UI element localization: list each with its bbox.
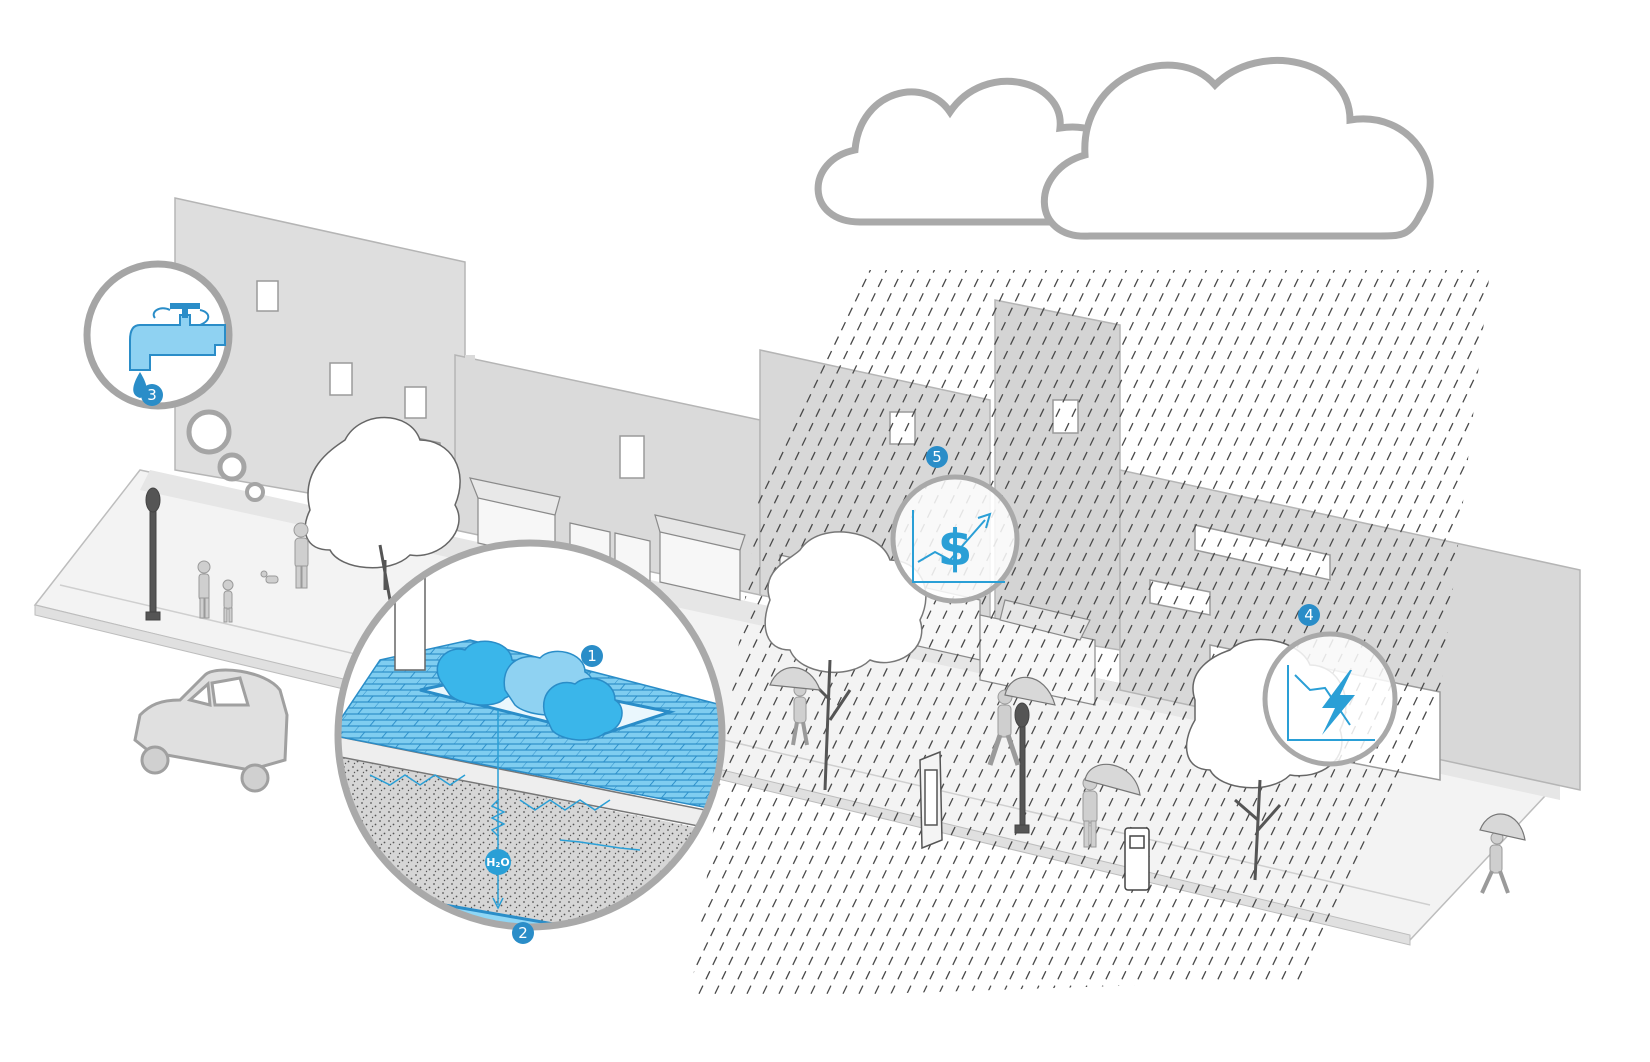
umbrella-icon bbox=[769, 667, 1526, 841]
rain-streak bbox=[1095, 270, 1457, 1000]
rain-streak bbox=[823, 270, 1185, 1000]
h2o-label: H2O bbox=[486, 856, 509, 870]
rain-streak bbox=[1239, 270, 1490, 1000]
energy-decline-chart-icon bbox=[1287, 665, 1375, 741]
faucet-bubble: 3 bbox=[83, 260, 265, 502]
rain-streak bbox=[887, 270, 1249, 1000]
rain-streak bbox=[935, 270, 1297, 1000]
badge-5-label: 5 bbox=[932, 448, 942, 466]
economic-benefit-callout: $ 5 bbox=[890, 446, 1020, 604]
rain-streak bbox=[1255, 270, 1490, 1000]
h2o-drop bbox=[485, 849, 511, 875]
rain-streak bbox=[727, 270, 1089, 1000]
rain-streak bbox=[690, 270, 1041, 1000]
rain-streak bbox=[983, 270, 1345, 1000]
energy-savings-callout: 4 bbox=[1262, 604, 1398, 767]
rain-streak bbox=[903, 270, 1265, 1000]
rain-streak bbox=[919, 270, 1281, 1000]
rain-streak bbox=[951, 270, 1313, 1000]
rain-streak bbox=[999, 270, 1361, 1000]
badge-2 bbox=[512, 922, 534, 944]
rain-streak bbox=[1287, 270, 1490, 1000]
rain-streak bbox=[1143, 270, 1490, 1000]
rain-streak bbox=[807, 270, 1169, 1000]
rain-streak bbox=[711, 270, 1073, 1000]
rain-streak bbox=[1271, 270, 1490, 1000]
rain-streak bbox=[967, 270, 1329, 1000]
rain-streak bbox=[1031, 270, 1393, 1000]
rain-streak bbox=[695, 270, 1057, 1000]
dollar-sign: $ bbox=[938, 519, 973, 577]
rain-streak bbox=[1207, 270, 1490, 1000]
rain-streak bbox=[1063, 270, 1425, 1000]
rain-streak bbox=[871, 270, 1233, 1000]
cloud-icon bbox=[814, 57, 1434, 240]
rain-streak bbox=[690, 270, 1009, 1000]
badge-5 bbox=[926, 446, 948, 468]
badge-3 bbox=[141, 384, 163, 406]
rain-streak bbox=[1191, 270, 1490, 1000]
pedestrian-icon bbox=[197, 522, 1510, 894]
rain-streak bbox=[791, 270, 1153, 1000]
water-flow bbox=[369, 710, 641, 910]
rain-streak bbox=[1047, 270, 1409, 1000]
rain-streak bbox=[1223, 270, 1490, 1000]
curb bbox=[338, 734, 722, 836]
rain-streak bbox=[690, 270, 1025, 1000]
rain-streak bbox=[775, 270, 1137, 1000]
rain-streak bbox=[1175, 270, 1490, 1000]
badge-1 bbox=[581, 645, 603, 667]
shrubs bbox=[436, 640, 623, 741]
badge-2-label: 2 bbox=[518, 924, 528, 942]
badge-4-label: 4 bbox=[1304, 606, 1314, 624]
street-lamp-icon bbox=[145, 487, 1030, 834]
rain-streak bbox=[1159, 270, 1490, 1000]
building-tall bbox=[994, 299, 1121, 651]
badge-4 bbox=[1298, 604, 1320, 626]
money-growth-chart-icon: $ bbox=[912, 510, 1005, 583]
rain-streak bbox=[1127, 270, 1489, 1000]
rain-streak bbox=[1111, 270, 1473, 1000]
parking-meter-icon bbox=[1124, 827, 1150, 891]
faucet-icon bbox=[129, 303, 226, 398]
kiosk-icon bbox=[919, 750, 943, 850]
cloud-right bbox=[1040, 57, 1434, 240]
badge-3-label: 3 bbox=[147, 386, 157, 404]
rain-streak bbox=[759, 270, 1121, 1000]
rain-streak bbox=[839, 270, 1201, 1000]
car-icon bbox=[133, 668, 289, 793]
rain-streak bbox=[743, 270, 1105, 1000]
rain-streak bbox=[1015, 270, 1377, 1000]
rain-streak bbox=[855, 270, 1217, 1000]
badge-1-label: 1 bbox=[587, 647, 597, 665]
